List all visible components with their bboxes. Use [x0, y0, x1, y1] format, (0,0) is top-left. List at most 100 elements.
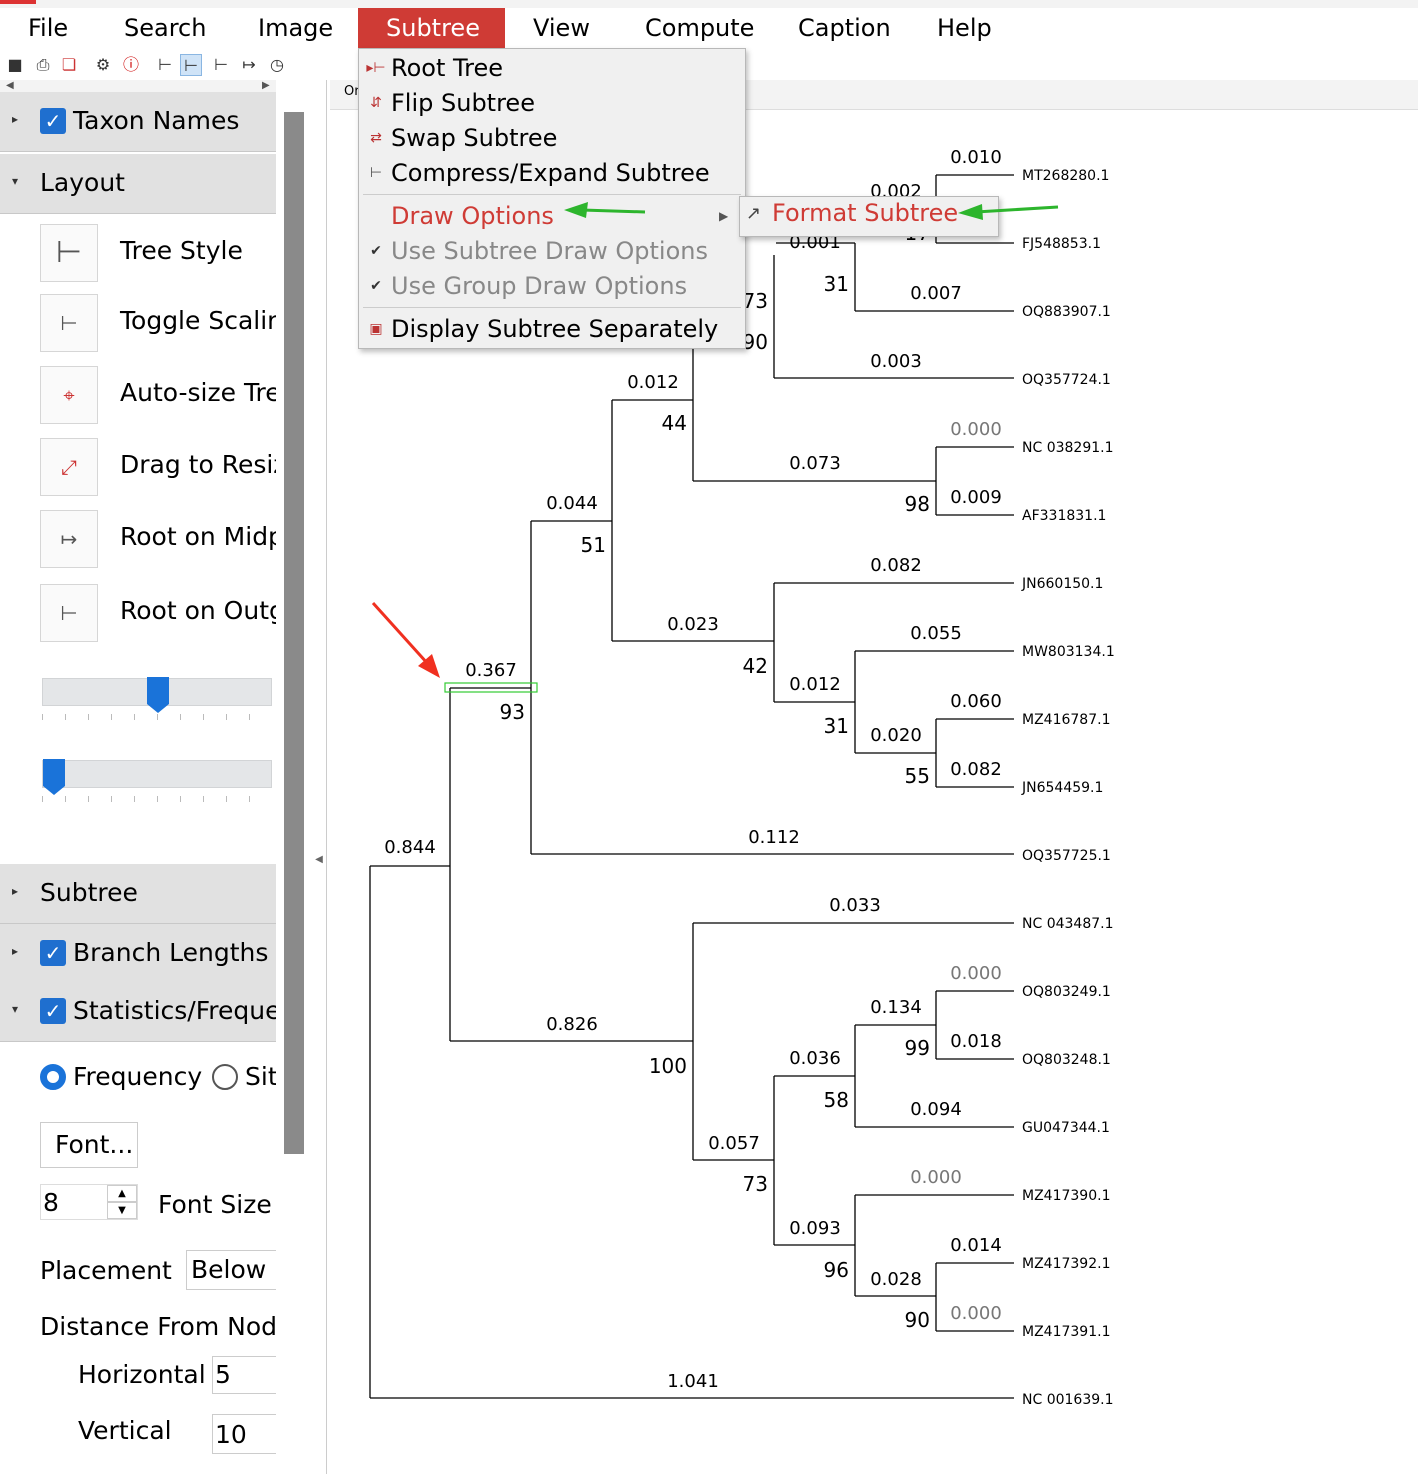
menu-item-root-tree[interactable]: ▸⊢ Root Tree	[359, 51, 745, 86]
branch-node-42[interactable]	[773, 582, 1014, 703]
expand-arrow-icon[interactable]: ▸	[12, 884, 19, 898]
branch-lengths-checkbox[interactable]: ✓	[40, 940, 66, 966]
menu-compute[interactable]: Compute	[645, 14, 755, 42]
tool-root-outgroup[interactable]: ⊢ Root on Outgroup	[40, 584, 276, 642]
branch-root[interactable]	[369, 865, 1014, 1399]
font-button[interactable]: Font...	[40, 1122, 138, 1168]
collapse-arrow-icon[interactable]: ▾	[12, 174, 19, 188]
font-size-spinbox[interactable]: 8 ▲ ▼	[40, 1184, 138, 1220]
branch-node-55[interactable]	[935, 718, 1014, 788]
menu-search[interactable]: Search	[124, 14, 207, 42]
drag-resize-icon[interactable]: ⤢	[40, 438, 98, 496]
statistics-label: Statistics/Frequency	[73, 996, 276, 1025]
expand-arrow-icon[interactable]: ▸	[12, 112, 19, 126]
subtree-dropdown-menu: ▸⊢ Root Tree ⇵ Flip Subtree ⇄ Swap Subtr…	[358, 48, 746, 349]
menu-item-swap-subtree[interactable]: ⇄ Swap Subtree	[359, 121, 745, 156]
menu-view[interactable]: View	[533, 14, 590, 42]
slider-thumb[interactable]	[43, 759, 65, 795]
menu-item-display-subtree-separately[interactable]: ▣ Display Subtree Separately	[359, 312, 745, 347]
branch-node-73b[interactable]	[773, 1075, 855, 1246]
menu-item-label: Compress/Expand Subtree	[391, 159, 710, 187]
tool-drag-resize[interactable]: ⤢ Drag to Resize	[40, 438, 276, 496]
section-layout[interactable]: ▾ Layout	[0, 154, 276, 214]
frequency-radio[interactable]	[40, 1064, 66, 1090]
flip-icon[interactable]: ↦	[242, 55, 256, 74]
spin-down-icon[interactable]: ▼	[107, 1202, 137, 1219]
bootstrap-label: 98	[905, 492, 930, 516]
section-taxon-names[interactable]: ▸ ✓ Taxon Names	[0, 92, 276, 152]
menu-item-draw-options[interactable]: Draw Options ▶	[359, 199, 745, 234]
branch-node-51[interactable]	[530, 520, 1014, 855]
toggle-scaling-icon[interactable]: ⊢	[40, 294, 98, 352]
toggle-scaling-icon[interactable]: ⊢	[180, 54, 202, 76]
clock-icon[interactable]: ◷	[270, 55, 284, 74]
copy-icon[interactable]: ❏	[61, 55, 77, 74]
branch-node-44[interactable]	[611, 399, 774, 642]
collapse-arrow-icon[interactable]: ▾	[12, 1002, 19, 1016]
settings-icon[interactable]: ⚙	[95, 55, 111, 74]
taxon-label: MZ417390.1	[1022, 1188, 1110, 1204]
branch-node-93[interactable]	[449, 687, 693, 1042]
horizontal-scrollbar[interactable]: ◀▶	[0, 80, 276, 92]
menu-subtree[interactable]: Subtree	[358, 8, 505, 48]
root-midpoint-icon[interactable]: ↦	[40, 510, 98, 568]
placement-select[interactable]: Below Branch	[186, 1250, 276, 1290]
auto-size-icon[interactable]: ⊢	[214, 55, 228, 74]
branch-node-31b[interactable]	[854, 650, 1014, 754]
menu-item-format-subtree[interactable]: Format Subtree	[772, 199, 959, 227]
menu-file[interactable]: File	[28, 14, 69, 42]
branch-length-label: 0.134	[870, 997, 922, 1018]
scroll-left-icon[interactable]: ◀	[6, 80, 14, 91]
root-outgroup-icon[interactable]: ⊢	[40, 584, 98, 642]
menu-item-use-subtree-draw-options[interactable]: ✔ Use Subtree Draw Options	[359, 234, 745, 269]
menu-item-use-group-draw-options[interactable]: ✔ Use Group Draw Options	[359, 269, 745, 304]
horizontal-input[interactable]: 5	[212, 1356, 276, 1394]
section-branch-lengths[interactable]: ▸ ✓ Branch Lengths	[0, 924, 276, 984]
branch-node-99[interactable]	[935, 990, 1014, 1060]
slider-thumb[interactable]	[147, 677, 169, 713]
tool-tree-style[interactable]: ⊢ Tree Style	[40, 224, 276, 282]
splitter-handle[interactable]: ◀	[315, 854, 323, 865]
slider-ticks	[42, 796, 272, 802]
statistics-checkbox[interactable]: ✓	[40, 998, 66, 1024]
auto-size-icon[interactable]: ⌖	[40, 366, 98, 424]
frequency-label: Frequency	[73, 1062, 203, 1091]
tool-auto-size[interactable]: ⌖ Auto-size Tree	[40, 366, 276, 424]
section-statistics[interactable]: ▾ ✓ Statistics/Frequency	[0, 982, 276, 1042]
taxon-names-checkbox[interactable]: ✓	[40, 108, 66, 134]
tab-label[interactable]: Or	[344, 84, 360, 99]
section-subtree[interactable]: ▸ Subtree	[0, 864, 276, 924]
branch-node-58[interactable]	[854, 1024, 1014, 1128]
menu-help[interactable]: Help	[937, 14, 992, 42]
branch-node-90b[interactable]	[935, 1262, 1014, 1332]
tool-root-midpoint[interactable]: ↦ Root on Midpoint	[40, 510, 276, 568]
toolbar: ■ ⎙ ❏ ⚙ ⓘ ⊢ ⊢ ⊢ ↦ ◷	[0, 50, 300, 80]
tree-style-icon[interactable]: ⊢	[158, 55, 172, 74]
scroll-right-icon[interactable]: ▶	[262, 80, 270, 91]
expand-arrow-icon[interactable]: ▸	[12, 944, 19, 958]
branch-node-100[interactable]	[692, 922, 1014, 1161]
menu-image[interactable]: Image	[258, 14, 334, 42]
menu-item-flip-subtree[interactable]: ⇵ Flip Subtree	[359, 86, 745, 121]
size-slider-2[interactable]	[42, 759, 272, 795]
print-icon[interactable]: ⎙	[36, 55, 50, 74]
menu-item-compress-expand[interactable]: ⊢ Compress/Expand Subtree	[359, 156, 745, 191]
menu-caption[interactable]: Caption	[798, 14, 891, 42]
save-icon[interactable]: ■	[7, 55, 23, 74]
branch-length-label: 0.044	[546, 493, 598, 514]
tree-style-icon[interactable]: ⊢	[40, 224, 98, 282]
vertical-input[interactable]: 10	[212, 1414, 276, 1454]
branch-node-96[interactable]	[854, 1194, 1014, 1297]
tool-toggle-scaling[interactable]: ⊢ Toggle Scaling	[40, 294, 276, 352]
spin-up-icon[interactable]: ▲	[107, 1185, 137, 1202]
bootstrap-label: 96	[824, 1258, 849, 1282]
branch-length-label: 0.012	[789, 674, 841, 695]
size-slider-1[interactable]	[42, 677, 272, 713]
selection-box	[444, 682, 538, 693]
sidebar-scrollbar[interactable]	[284, 112, 304, 1154]
branch-node-73[interactable]	[773, 255, 1014, 379]
info-icon[interactable]: ⓘ	[122, 55, 139, 74]
branch-node-98[interactable]	[935, 446, 1014, 516]
site-radio[interactable]	[212, 1064, 238, 1090]
branch-node-31[interactable]	[776, 242, 1014, 312]
